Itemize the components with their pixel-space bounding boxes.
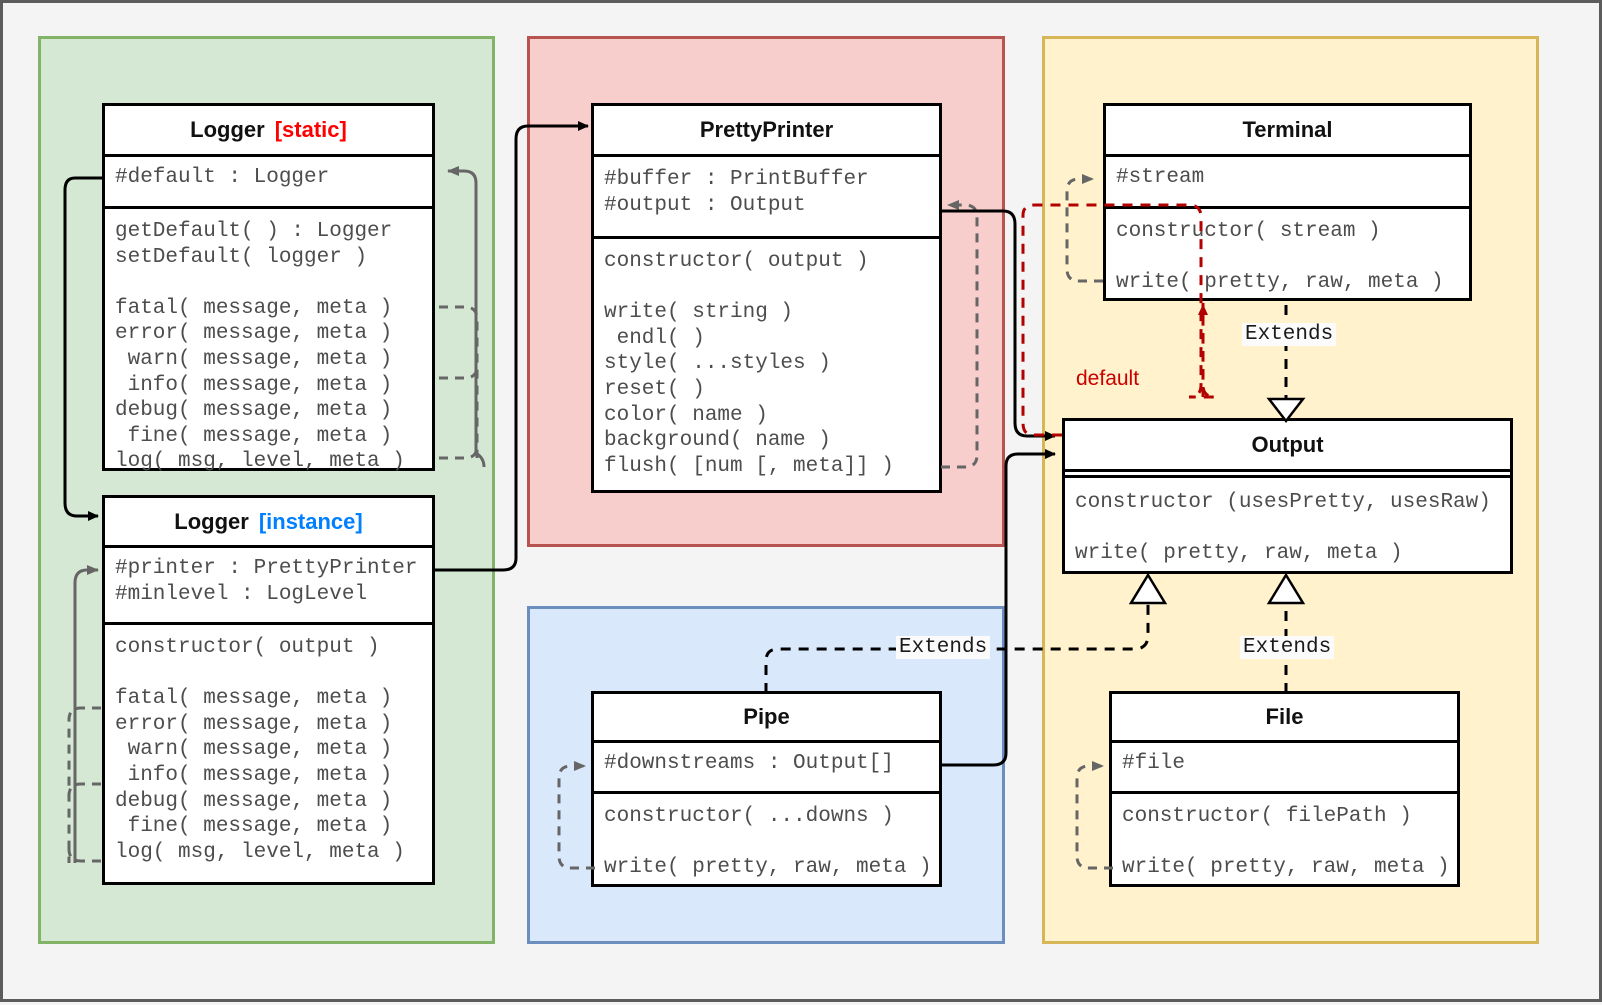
class-title-output: Output — [1065, 421, 1510, 469]
class-title-logger-instance: Logger [instance] — [105, 498, 432, 545]
class-name: Logger — [174, 508, 249, 534]
class-attributes-prettyprinter: #buffer : PrintBuffer #output : Output — [604, 168, 869, 217]
class-name: Output — [1251, 432, 1324, 457]
class-stereotype: [instance] — [258, 508, 363, 534]
divider — [1112, 791, 1457, 794]
divider — [1106, 206, 1469, 209]
class-box-pipe[interactable]: Pipe #downstreams : Output[] constructor… — [591, 691, 942, 887]
class-methods-logger-instance: constructor( output ) fatal( message, me… — [115, 636, 405, 864]
divider — [594, 236, 939, 239]
divider — [1065, 475, 1510, 478]
class-box-prettyprinter[interactable]: PrettyPrinter #buffer : PrintBuffer #out… — [591, 103, 942, 493]
class-attributes-file: #file — [1122, 752, 1186, 775]
edge-label-default: default — [1076, 367, 1140, 390]
class-name: Terminal — [1242, 117, 1333, 142]
class-box-logger-instance[interactable]: Logger [instance] #printer : PrettyPrint… — [102, 495, 435, 885]
divider — [594, 154, 939, 157]
divider — [1065, 469, 1510, 472]
class-name: PrettyPrinter — [699, 117, 834, 142]
class-attributes-logger-instance: #printer : PrettyPrinter #minlevel : Log… — [115, 557, 418, 606]
class-name: Logger — [190, 117, 265, 142]
class-methods-prettyprinter: constructor( output ) write( string ) en… — [604, 250, 894, 478]
divider — [1106, 154, 1469, 157]
divider — [1112, 740, 1457, 743]
divider — [105, 206, 432, 209]
class-methods-pipe: constructor( ...downs ) write( pretty, r… — [604, 805, 932, 880]
divider — [105, 622, 432, 625]
class-name: File — [1265, 704, 1304, 729]
class-box-logger-static[interactable]: Logger [static] #default : Logger getDef… — [102, 103, 435, 473]
class-methods-output: constructor (usesPretty, usesRaw) write(… — [1075, 491, 1491, 566]
class-methods-file: constructor( filePath ) write( pretty, r… — [1122, 805, 1450, 880]
class-title-logger-static: Logger [static] — [105, 106, 432, 154]
divider — [594, 740, 939, 743]
edge-label-extends-pipe: Extends — [896, 636, 991, 659]
class-title-file: File — [1112, 694, 1457, 740]
class-attributes-terminal: #stream — [1116, 166, 1205, 189]
class-methods-logger-static: getDefault( ) : Logger setDefault( logge… — [115, 220, 405, 474]
divider — [105, 154, 432, 157]
class-attributes-pipe: #downstreams : Output[] — [604, 752, 894, 775]
divider — [105, 545, 432, 548]
class-stereotype: [static] — [274, 117, 347, 142]
class-title-terminal: Terminal — [1106, 106, 1469, 154]
class-box-terminal[interactable]: Terminal #stream constructor( stream ) w… — [1103, 103, 1472, 301]
edge-label-extends-file: Extends — [1240, 636, 1335, 659]
class-title-prettyprinter: PrettyPrinter — [594, 106, 939, 154]
edge-label-extends-terminal: Extends — [1242, 323, 1337, 346]
class-attributes-logger-static: #default : Logger — [115, 166, 330, 189]
class-title-pipe: Pipe — [594, 694, 939, 740]
class-box-file[interactable]: File #file constructor( filePath ) write… — [1109, 691, 1460, 887]
class-box-output[interactable]: Output constructor (usesPretty, usesRaw)… — [1062, 418, 1513, 574]
divider — [594, 791, 939, 794]
class-methods-terminal: constructor( stream ) write( pretty, raw… — [1116, 220, 1444, 295]
class-name: Pipe — [743, 704, 790, 729]
